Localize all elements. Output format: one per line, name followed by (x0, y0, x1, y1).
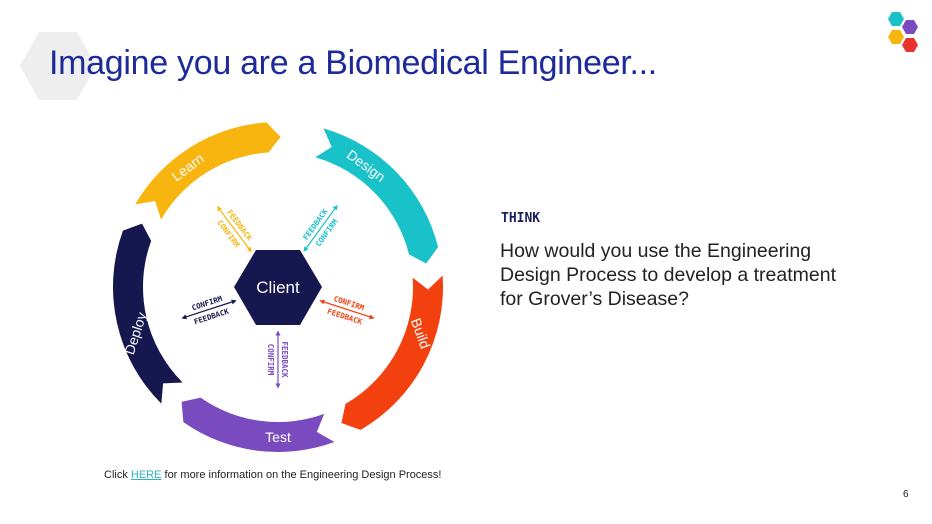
stage-label-test: Test (265, 429, 291, 445)
arrow-label-top: FEEDBACK (280, 341, 289, 378)
question-line: How would you use the Engineering (500, 240, 812, 262)
page-number: 6 (903, 489, 909, 500)
client-label: Client (256, 278, 300, 297)
here-link[interactable]: HERE (130, 469, 162, 481)
footer-prefix: Click (104, 469, 131, 481)
page-title: Imagine you are a Biomedical Engineer... (49, 44, 657, 82)
stage-arc-test (181, 397, 335, 452)
logo-icon (888, 12, 918, 52)
confirm-feedback-arrow: FEEDBACK CONFIRM (266, 330, 289, 389)
stage-arc-design (315, 128, 439, 264)
stage-arc-learn (135, 122, 281, 220)
footer-note: Click HERE for more information on the E… (104, 469, 442, 481)
arrow-label-bottom: CONFIRM (266, 344, 275, 376)
client-hexagon (234, 250, 322, 325)
stage-arc-build (341, 275, 443, 430)
think-question: How would you use the Engineering Design… (500, 239, 880, 311)
footer-suffix: for more information on the Engineering … (161, 469, 442, 481)
question-line: Design Process to develop a treatment (500, 264, 837, 286)
think-heading: THINK (501, 211, 541, 226)
stage-arc-deploy (113, 223, 183, 404)
question-line: for Grover’s Disease? (500, 288, 689, 310)
